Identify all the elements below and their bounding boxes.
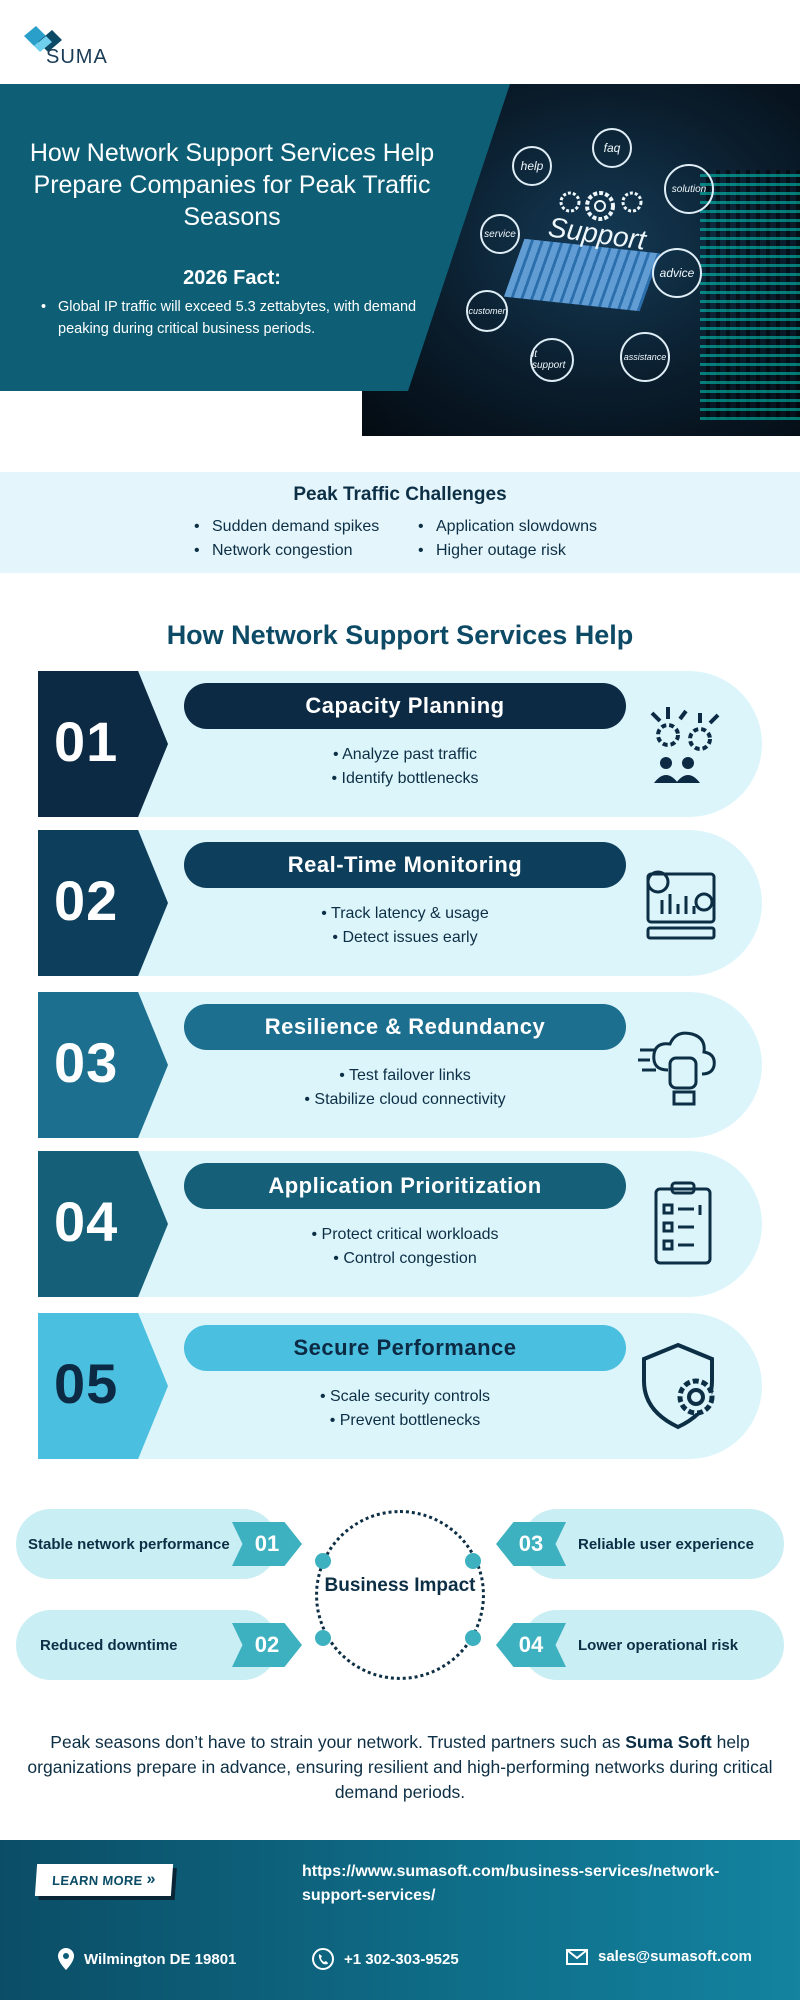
brand-name: SUMA xyxy=(46,46,108,68)
step-card-4: 04 Application Prioritization • Protect … xyxy=(38,1151,762,1297)
section-title: How Network Support Services Help xyxy=(166,620,634,650)
step-card-3: 03 Resilience & Redundancy • Test failov… xyxy=(38,992,762,1138)
step-card-5: 05 Secure Performance • Scale security c… xyxy=(38,1313,762,1459)
challenge-item: Sudden demand spikes xyxy=(194,518,379,536)
impact-dot xyxy=(315,1553,331,1569)
impact-number-2: 02 xyxy=(232,1623,302,1667)
impact-center-label: Business Impact xyxy=(324,1575,476,1596)
impact-circle xyxy=(315,1510,485,1680)
impact-dot xyxy=(465,1630,481,1646)
impact-number-4: 04 xyxy=(496,1623,566,1667)
learn-more-button[interactable]: LEARN MORE » xyxy=(34,1864,174,1896)
shield-gear-icon xyxy=(642,1342,715,1430)
step-card-2: 02 Real-Time Monitoring • Track latency … xyxy=(38,830,762,976)
website-link[interactable]: https://www.sumasoft.com/business-servic… xyxy=(302,1863,720,1904)
step-title: Capacity Planning xyxy=(184,683,626,729)
challenge-item: Application slowdowns xyxy=(418,518,597,536)
step-title: Secure Performance xyxy=(184,1325,626,1371)
step-number-badge: 02 xyxy=(38,830,168,976)
location-pin-icon xyxy=(58,1948,74,1970)
closing-paragraph: Peak seasons don’t have to strain your n… xyxy=(27,1732,773,1802)
step-number-badge: 01 xyxy=(38,671,168,817)
impact-item-3: Reliable user experience xyxy=(522,1509,784,1579)
data-stream-graphic xyxy=(700,170,800,420)
hero-title: How Network Support Services Help Prepar… xyxy=(29,139,435,231)
step-number-badge: 04 xyxy=(38,1151,168,1297)
footer-phone[interactable]: +1 302-303-9525 xyxy=(312,1948,459,1970)
email-icon xyxy=(566,1948,588,1965)
priority-checklist-icon xyxy=(654,1181,712,1265)
service-bubble: service xyxy=(480,214,520,254)
impact-number-1: 01 xyxy=(232,1522,302,1566)
step-details: • Analyze past traffic• Identify bottlen… xyxy=(331,746,479,787)
impact-dot xyxy=(315,1630,331,1646)
gears-team-icon xyxy=(650,707,720,783)
support-gears-icon xyxy=(559,191,643,221)
step-details: • Scale security controls• Prevent bottl… xyxy=(319,1388,491,1429)
impact-item-1: Stable network performance xyxy=(16,1509,278,1579)
impact-item-2: Reduced downtime xyxy=(16,1610,278,1680)
footer-location: Wilmington DE 19801 xyxy=(58,1948,236,1970)
challenges-box: Peak Traffic Challenges Sudden demand sp… xyxy=(0,472,800,573)
step-number-badge: 05 xyxy=(38,1313,168,1459)
customer-bubble: customer xyxy=(466,290,508,332)
step-details: • Track latency & usage• Detect issues e… xyxy=(321,905,489,946)
it-support-bubble: it support xyxy=(530,338,574,382)
advice-bubble: advice xyxy=(652,248,702,298)
monitoring-dashboard-icon xyxy=(646,870,716,940)
step-card-1: 01 Capacity Planning • Analyze past traf… xyxy=(38,671,762,817)
assistance-bubble: assistance xyxy=(620,332,670,382)
phone-icon xyxy=(312,1948,334,1970)
impact-item-4: Lower operational risk xyxy=(522,1610,784,1680)
challenges-title: Peak Traffic Challenges xyxy=(293,484,507,505)
help-bubble: help xyxy=(512,146,552,186)
fact-text: Global IP traffic will exceed 5.3 zettab… xyxy=(41,296,418,340)
cloud-fist-icon xyxy=(638,1031,716,1106)
step-details: • Test failover links• Stabilize cloud c… xyxy=(304,1067,506,1108)
double-chevron-icon: » xyxy=(145,1871,157,1888)
solution-bubble: solution xyxy=(664,164,714,214)
faq-bubble: faq xyxy=(592,128,632,168)
challenge-item: Higher outage risk xyxy=(418,542,566,560)
closing-brand: Suma Soft xyxy=(625,1732,712,1752)
suma-logo xyxy=(24,26,62,52)
step-details: • Protect critical workloads• Control co… xyxy=(311,1226,499,1267)
step-title: Real-Time Monitoring xyxy=(184,842,626,888)
fact-title: 2026 Fact: xyxy=(183,267,281,289)
step-title: Resilience & Redundancy xyxy=(184,1004,626,1050)
step-title: Application Prioritization xyxy=(184,1163,626,1209)
footer-email[interactable]: sales@sumasoft.com xyxy=(566,1948,752,1965)
impact-number-3: 03 xyxy=(496,1522,566,1566)
challenge-item: Network congestion xyxy=(194,542,352,560)
impact-dot xyxy=(465,1553,481,1569)
step-number-badge: 03 xyxy=(38,992,168,1138)
